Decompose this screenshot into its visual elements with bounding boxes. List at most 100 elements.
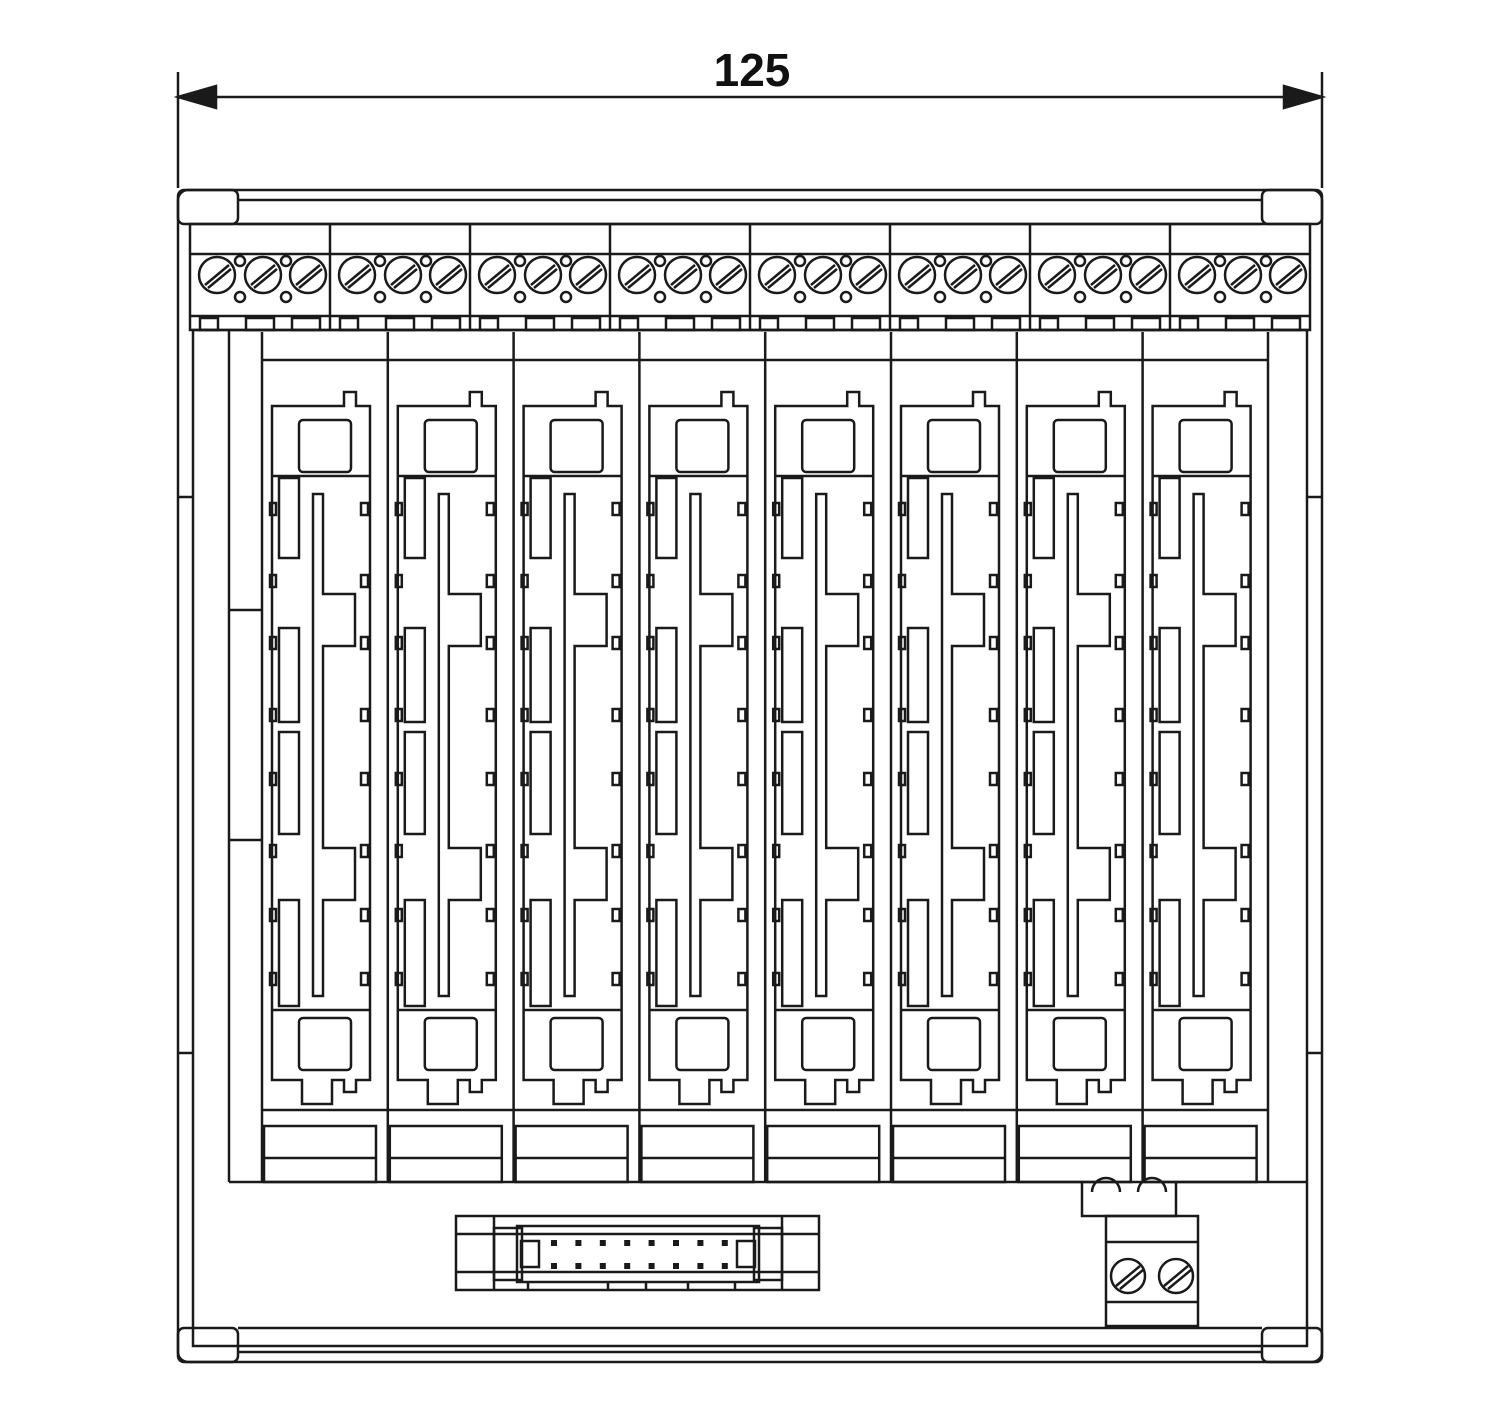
pin xyxy=(1114,573,1125,589)
pin xyxy=(646,635,655,651)
corner-tab-bottom-right xyxy=(1260,1326,1324,1364)
pin xyxy=(646,501,655,517)
pin xyxy=(1114,501,1125,517)
pin xyxy=(1114,707,1125,723)
relay-body xyxy=(1025,390,1127,1106)
pin xyxy=(1023,971,1033,987)
wire-entry xyxy=(1224,316,1256,332)
pin xyxy=(737,771,747,787)
pin xyxy=(394,907,404,923)
relay-module xyxy=(386,332,514,1184)
pin xyxy=(611,971,621,987)
wire-entry xyxy=(290,316,322,332)
connector-pin xyxy=(575,1263,582,1269)
contact-slot xyxy=(906,626,930,724)
connector-pin xyxy=(624,1240,631,1246)
relay-module xyxy=(262,358,388,1184)
pin xyxy=(646,843,655,859)
pin xyxy=(1114,771,1125,787)
pin xyxy=(1023,501,1033,517)
pin xyxy=(771,501,781,517)
wire-entry xyxy=(1270,316,1302,332)
pin xyxy=(988,843,999,859)
pin xyxy=(988,707,999,723)
pin xyxy=(611,843,621,859)
power-terminal-block xyxy=(1080,1176,1200,1328)
contact-slot xyxy=(655,898,678,1008)
contact-slot xyxy=(403,626,427,724)
pin xyxy=(1240,907,1250,923)
screw-icon xyxy=(663,255,703,295)
led-window xyxy=(1052,1016,1108,1072)
wire-entry xyxy=(1084,316,1116,332)
pin xyxy=(646,573,655,589)
terminal-block xyxy=(1028,224,1168,332)
connector-pin xyxy=(648,1240,655,1246)
contact-slot xyxy=(403,476,427,560)
pin xyxy=(1149,635,1158,651)
pin xyxy=(1149,573,1158,589)
pin xyxy=(1240,771,1250,787)
wire-entry xyxy=(198,316,220,332)
contact-slot xyxy=(529,626,552,724)
wire-entry xyxy=(664,316,696,332)
pin xyxy=(897,573,907,589)
pin xyxy=(268,907,278,923)
contact-slot xyxy=(529,898,552,1008)
relay-module xyxy=(889,332,1017,1184)
connector-pin xyxy=(697,1240,704,1246)
pin xyxy=(737,907,747,923)
terminal-block xyxy=(197,254,328,332)
connector-pin xyxy=(551,1263,557,1269)
contact-slot xyxy=(906,476,930,560)
contact-spring xyxy=(689,492,734,998)
inner-case xyxy=(191,328,1309,1348)
pin xyxy=(1240,971,1250,987)
pin xyxy=(520,907,529,923)
relay-modules xyxy=(262,332,1269,1184)
connector-pin xyxy=(673,1240,679,1246)
pin xyxy=(771,907,781,923)
pin xyxy=(1114,635,1125,651)
screw-icon xyxy=(1177,255,1217,295)
screw-icon xyxy=(288,255,328,295)
pin xyxy=(1023,771,1033,787)
terminal-block xyxy=(888,224,1028,332)
wire-entry xyxy=(244,316,276,332)
connector-pin xyxy=(721,1240,728,1246)
screw-icon xyxy=(943,255,983,295)
pin xyxy=(359,907,370,923)
wire-entry xyxy=(710,316,742,332)
pin xyxy=(359,843,370,859)
pin xyxy=(646,707,655,723)
pin xyxy=(1023,707,1033,723)
contact-spring xyxy=(437,492,483,998)
pin xyxy=(1149,971,1158,987)
pin xyxy=(771,573,781,589)
contact-slot xyxy=(1158,476,1181,560)
pin xyxy=(897,843,907,859)
wire-entry xyxy=(524,316,556,332)
connector-pin xyxy=(624,1263,631,1269)
pin xyxy=(862,501,873,517)
contact-spring xyxy=(814,492,860,998)
contact-slot xyxy=(780,626,804,724)
contact-slot xyxy=(655,626,678,724)
base-plug xyxy=(514,1124,629,1184)
wire-entry xyxy=(990,316,1022,332)
pin xyxy=(1240,501,1250,517)
led-window xyxy=(926,418,982,474)
contact-slot xyxy=(403,730,427,836)
screw-icon xyxy=(337,255,377,295)
screw-icon xyxy=(803,255,843,295)
contact-spring xyxy=(563,492,608,998)
pin xyxy=(394,501,404,517)
base-plug xyxy=(1143,1124,1258,1184)
pin xyxy=(520,635,529,651)
pin xyxy=(268,501,278,517)
pin xyxy=(611,501,621,517)
pin xyxy=(520,501,529,517)
contact-slot xyxy=(780,730,804,836)
led-window xyxy=(800,418,856,474)
base-plug xyxy=(262,1124,378,1184)
